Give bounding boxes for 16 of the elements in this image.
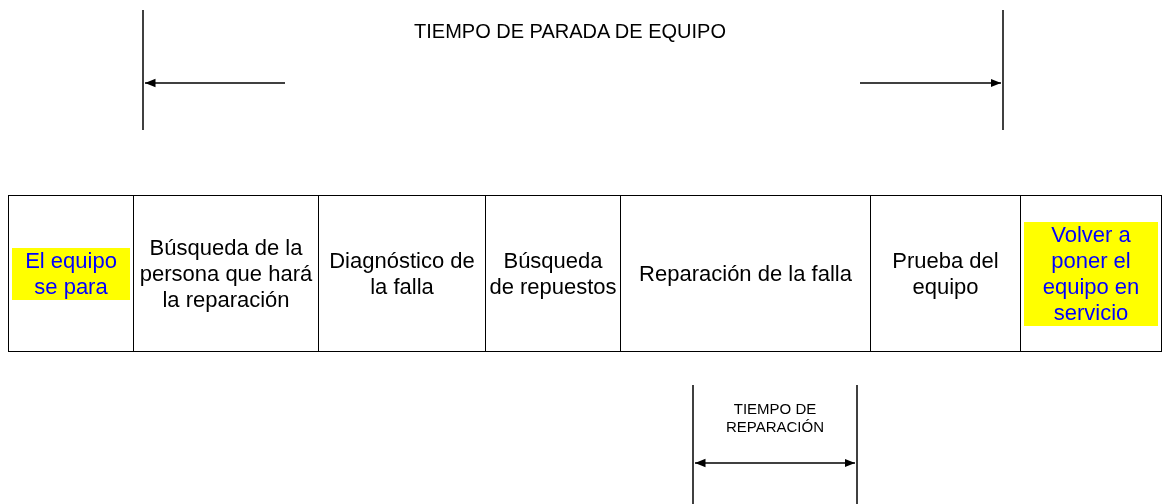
timeline-cell [620, 195, 871, 352]
dimension-label: TIEMPO DE REPARACIÓN [724, 400, 826, 436]
step-text: Búsqueda de repuestos [489, 247, 617, 300]
step-text: Reparación de la falla [639, 260, 852, 287]
timeline-cell [8, 195, 134, 352]
timeline-cell [870, 195, 1021, 352]
timeline-cell [1020, 195, 1162, 352]
step-text: Búsqueda de la persona que hará la reparación [138, 234, 314, 313]
step-text: Diagnóstico de la falla [328, 247, 476, 300]
highlighted-step-text: Volver a poner el equipo en servicio [1024, 221, 1158, 326]
step-text: Prueba del equipo [891, 247, 1000, 300]
timeline-cell [133, 195, 319, 352]
highlighted-step-text: El equipo se para [12, 247, 130, 300]
timeline-cell [318, 195, 486, 352]
dimension-label: TIEMPO DE PARADA DE EQUIPO [413, 20, 727, 43]
timeline-cell [485, 195, 621, 352]
